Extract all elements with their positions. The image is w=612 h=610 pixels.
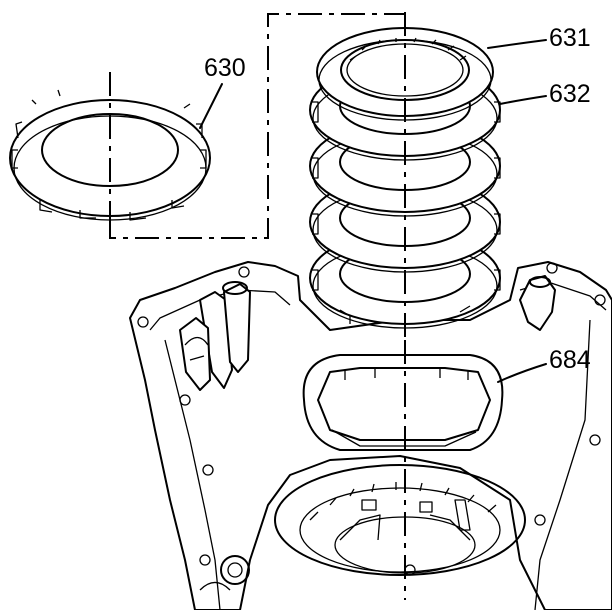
callout-630: 630 — [204, 54, 246, 82]
part-684-spring-ring — [302, 354, 504, 451]
leader-684 — [497, 363, 547, 383]
callout-leaders — [199, 39, 547, 383]
part-630-backing-ring — [9, 89, 211, 221]
callout-631: 631 — [549, 24, 591, 52]
centerlines — [109, 12, 406, 600]
callout-632: 632 — [549, 80, 591, 108]
leader-632 — [499, 95, 547, 105]
leader-630 — [199, 83, 223, 129]
callout-684: 684 — [549, 346, 591, 374]
leader-631 — [487, 39, 547, 49]
